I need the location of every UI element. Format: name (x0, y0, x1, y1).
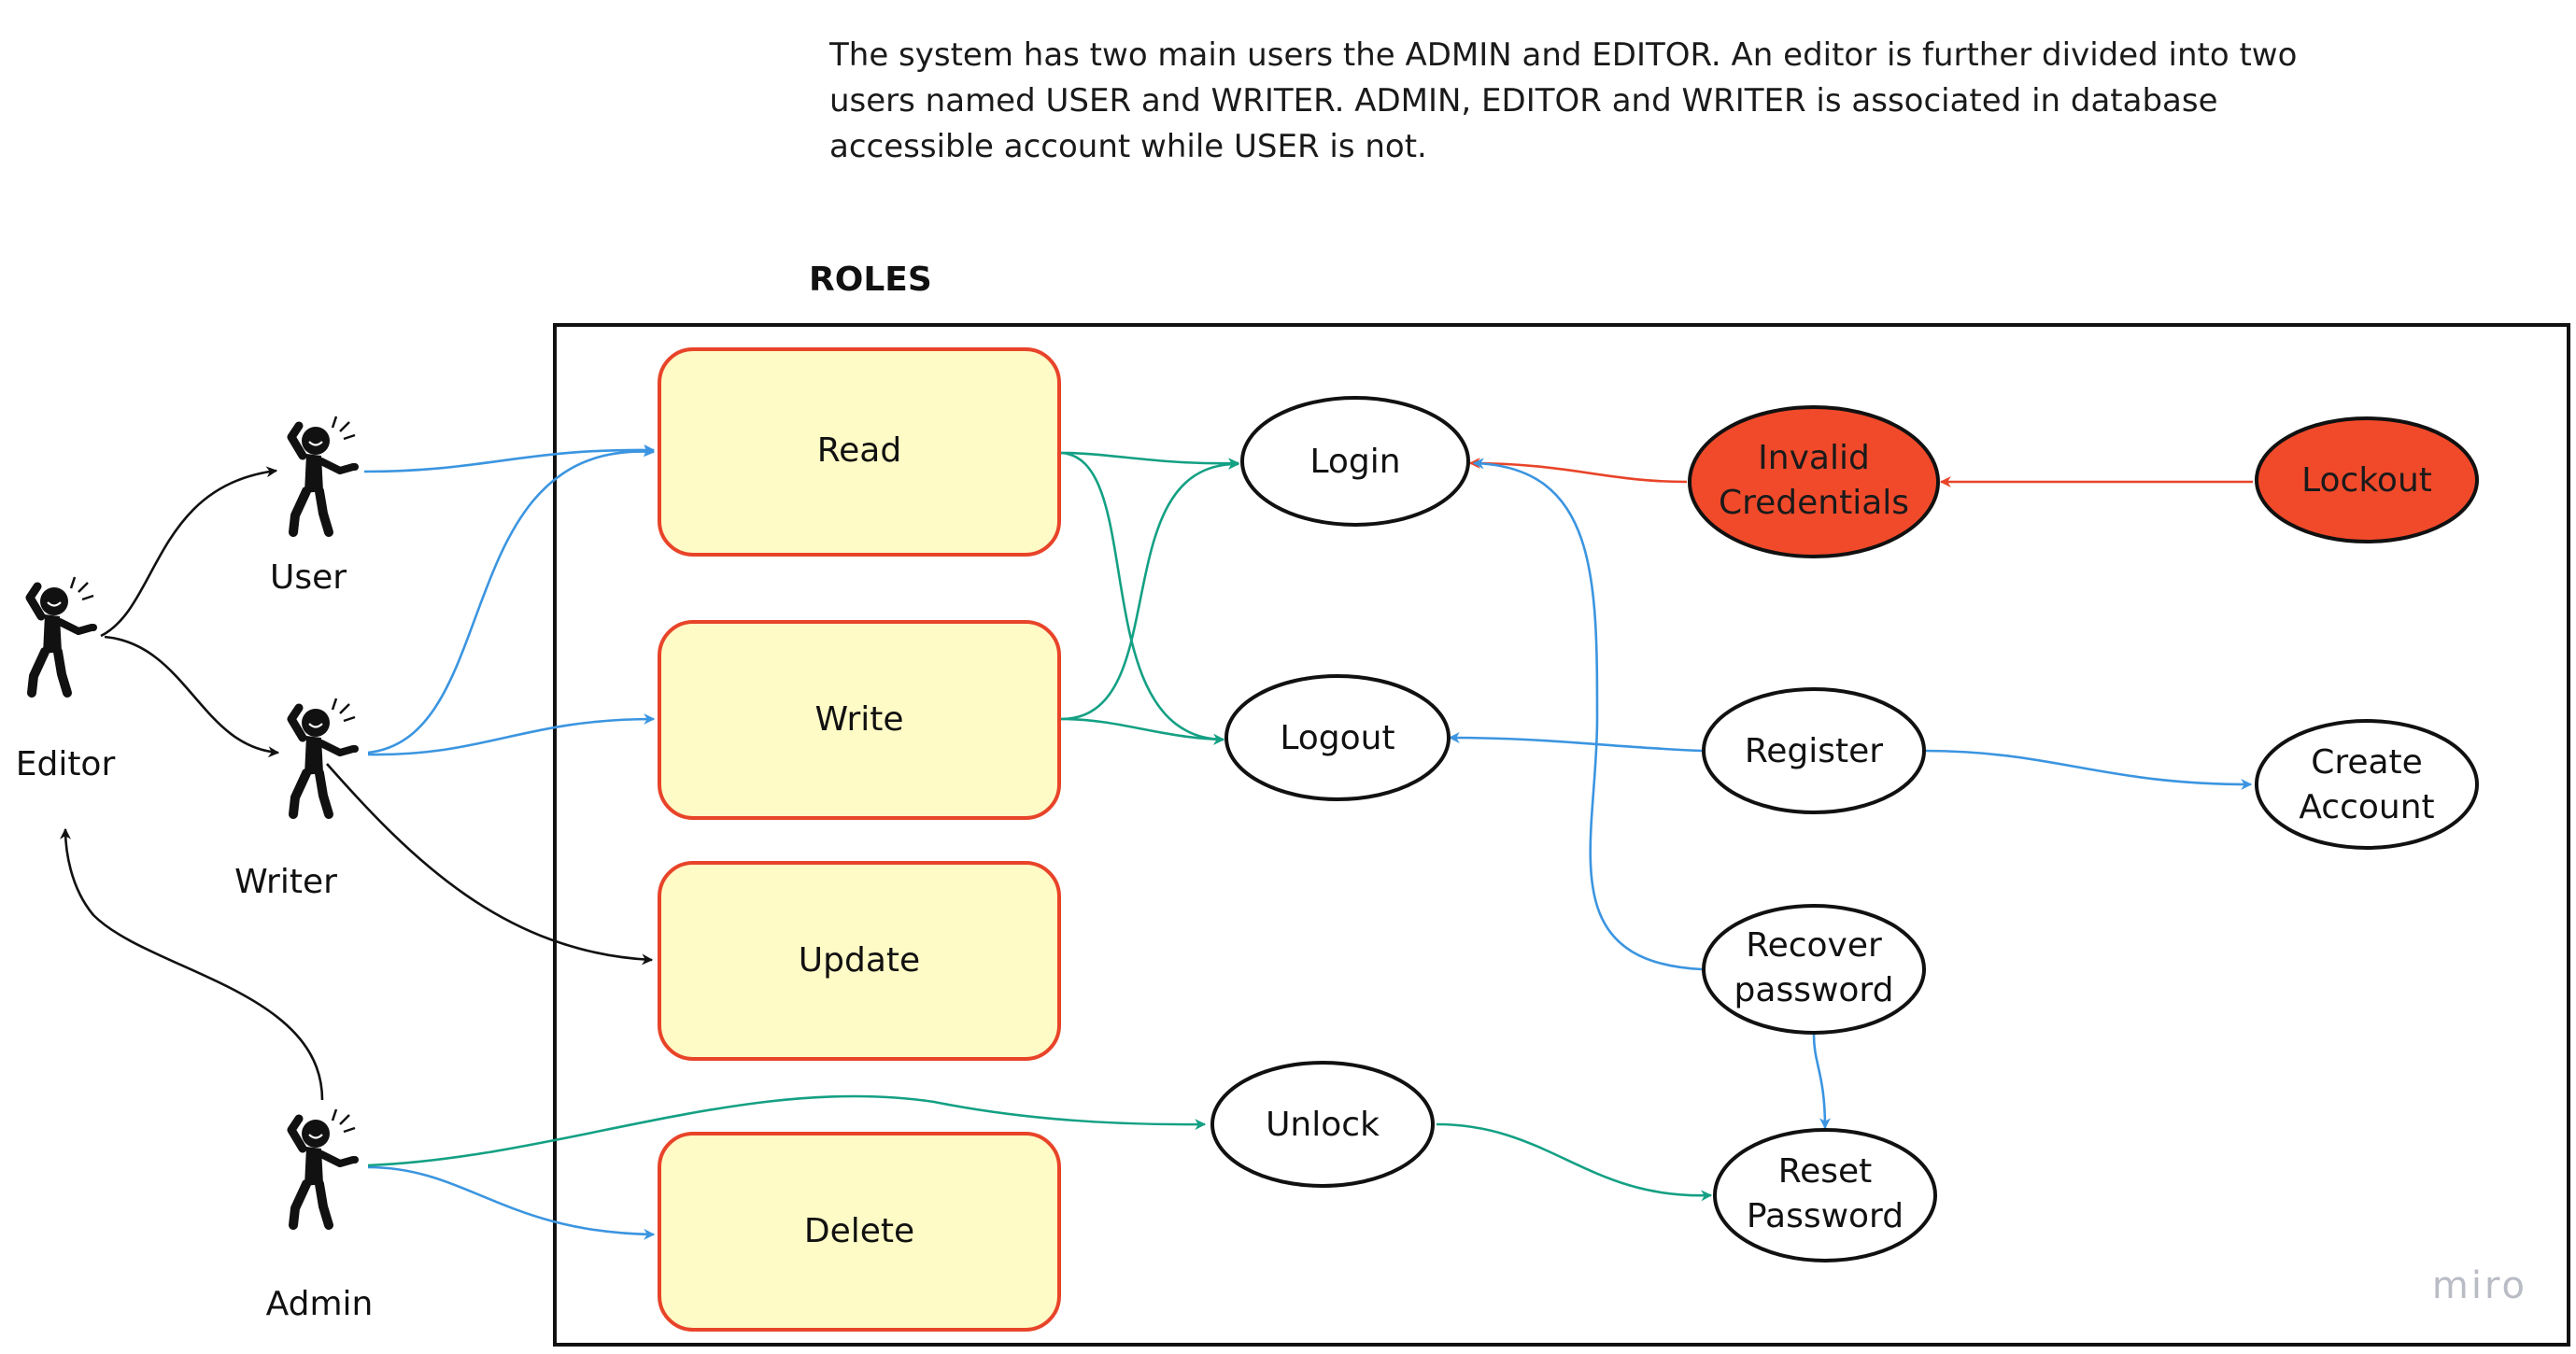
edge-editor-writer (104, 635, 280, 758)
actor-label-user: User (270, 558, 347, 597)
action-register[interactable]: Register (1702, 687, 1926, 814)
description-text: The system has two main users the ADMIN … (828, 36, 2297, 165)
edge-invalid-login (1468, 458, 1688, 484)
description-line-1: The system has two main users the ADMIN … (828, 36, 2297, 74)
edge-unlock-reset (1436, 1122, 1713, 1202)
action-login[interactable]: Login (1240, 396, 1470, 527)
miro-watermark: miro (2432, 1264, 2527, 1307)
action-label-reset-line-2: Password (1747, 1197, 1904, 1235)
edge-admin-delete (367, 1165, 656, 1240)
actor-writer[interactable]: Writer (234, 698, 359, 901)
action-recover-password[interactable]: Recover password (1702, 904, 1926, 1035)
edge-recover-reset (1812, 1034, 1831, 1130)
action-label-register: Register (1745, 732, 1883, 770)
actor-label-admin: Admin (266, 1285, 374, 1323)
writer-actor-icon (291, 698, 359, 814)
edge-recover-login (1472, 458, 1703, 971)
action-unlock[interactable]: Unlock (1210, 1061, 1435, 1188)
admin-actor-icon (291, 1109, 359, 1225)
action-label-create-line-2: Account (2299, 788, 2434, 826)
editor-actor-icon (30, 577, 97, 693)
edge-user-read (363, 444, 656, 473)
actor-label-writer: Writer (234, 863, 337, 901)
edge-writer-write (367, 713, 656, 756)
description-line-3: accessible account while USER is not. (829, 128, 1427, 165)
action-label-invalid-line-2: Credentials (1719, 484, 1909, 522)
edge-writer-update (326, 763, 654, 966)
action-label-recover-line-2: password (1734, 971, 1894, 1009)
role-delete[interactable]: Delete (658, 1132, 1061, 1332)
action-invalid-credentials[interactable]: Invalid Credentials (1688, 405, 1940, 558)
action-label-login: Login (1309, 443, 1400, 481)
action-label-invalid-line-1: Invalid (1758, 439, 1870, 477)
edge-read-logout (1060, 451, 1225, 745)
actor-admin[interactable]: Admin (266, 1109, 374, 1323)
edge-write-login (1060, 458, 1240, 721)
role-label-delete: Delete (804, 1212, 914, 1250)
edge-read-login (1060, 451, 1240, 470)
role-label-read: Read (817, 431, 901, 470)
action-logout[interactable]: Logout (1224, 674, 1451, 801)
role-write[interactable]: Write (658, 620, 1061, 820)
role-update[interactable]: Update (658, 861, 1061, 1061)
role-label-update: Update (799, 941, 920, 980)
edge-write-logout (1060, 717, 1225, 745)
system-boundary (553, 323, 2570, 1347)
action-label-recover-line-1: Recover (1746, 926, 1882, 965)
actor-editor[interactable]: Editor (16, 577, 116, 783)
action-create-account[interactable]: Create Account (2255, 719, 2479, 850)
role-read[interactable]: Read (658, 347, 1061, 557)
action-label-lockout: Lockout (2301, 461, 2432, 500)
action-label-logout: Logout (1280, 719, 1394, 757)
role-label-write: Write (814, 700, 903, 739)
action-lockout[interactable]: Lockout (2255, 416, 2479, 543)
edge-register-logout (1448, 732, 1703, 753)
edge-writer-read (367, 445, 656, 755)
action-reset-password[interactable]: Reset Password (1713, 1128, 1937, 1262)
edge-editor-user (100, 466, 278, 638)
user-actor-icon (291, 416, 359, 532)
actor-user[interactable]: User (270, 416, 359, 597)
edge-admin-unlock (367, 1094, 1207, 1167)
roles-title: ROLES (809, 261, 932, 299)
description-line-2: users named USER and WRITER. ADMIN, EDIT… (829, 82, 2218, 120)
action-label-unlock: Unlock (1266, 1106, 1380, 1144)
action-label-reset-line-1: Reset (1778, 1152, 1873, 1191)
edge-admin-editor (60, 827, 324, 1101)
edge-register-create (1923, 749, 2253, 790)
action-label-create-line-1: Create (2311, 743, 2423, 782)
actor-label-editor: Editor (16, 745, 116, 783)
edges (60, 444, 2253, 1240)
